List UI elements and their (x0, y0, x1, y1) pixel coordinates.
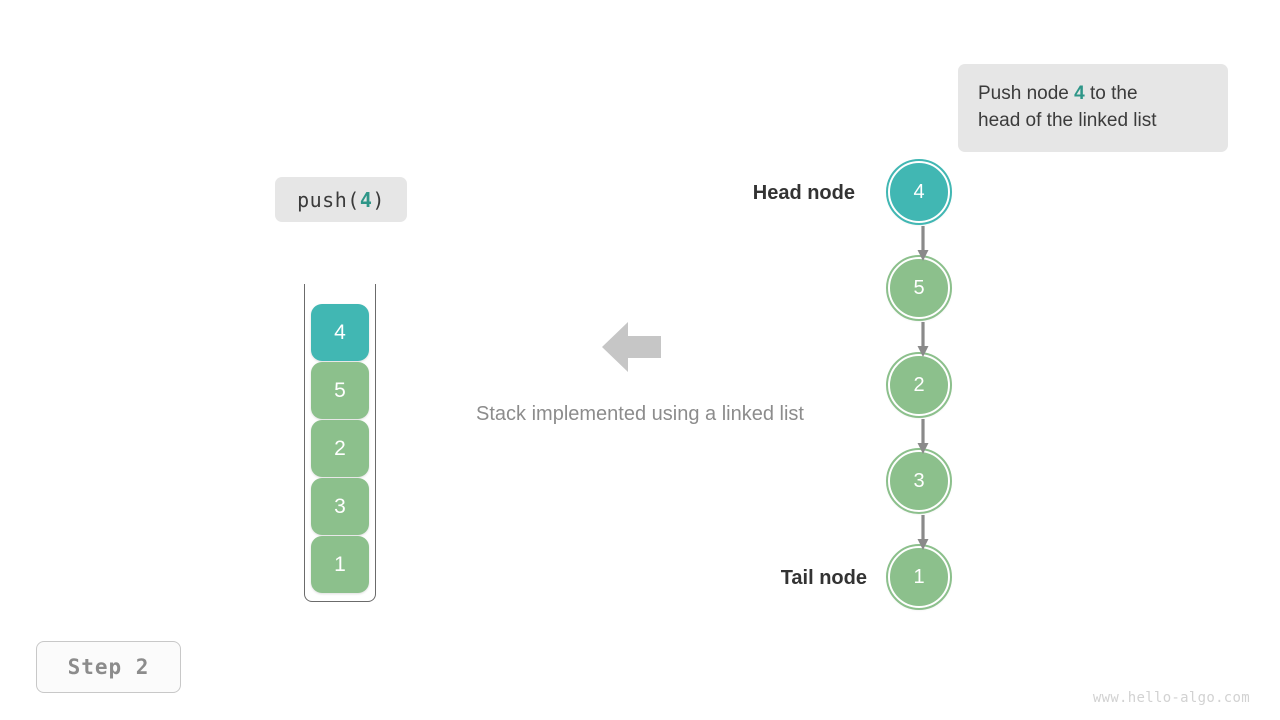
head-node-label: Head node (752, 182, 855, 204)
stack-cell: 1 (311, 536, 369, 593)
linked-list-node: 3 (886, 448, 952, 514)
linked-list-node: 4 (886, 159, 952, 225)
linked-list-node: 5 (886, 255, 952, 321)
callout-text-suffix: to the (1084, 83, 1138, 104)
diagram-caption: Stack implemented using a linked list (476, 403, 804, 425)
stack-cell: 4 (311, 304, 369, 361)
linked-list-arrow-icon (916, 419, 930, 455)
watermark: www.hello-algo.com (1092, 690, 1250, 706)
operation-label: push(4) (275, 177, 407, 222)
callout-text-line2: head of the linked list (978, 110, 1157, 131)
step-badge: Step 2 (36, 641, 181, 693)
stack-cell: 5 (311, 362, 369, 419)
callout-text-prefix: Push node (978, 83, 1075, 104)
stack-visualization: 4 5 2 3 1 (304, 284, 376, 602)
arrow-left-icon (602, 320, 662, 374)
callout-highlight-value: 4 (1074, 83, 1085, 104)
linked-list-node: 2 (886, 352, 952, 418)
linked-list-visualization: Head node Tail node 4 5 2 3 1 (740, 150, 1000, 620)
stack-cell: 2 (311, 420, 369, 477)
tail-node-label: Tail node (780, 567, 867, 589)
linked-list-arrow-icon (916, 226, 930, 262)
operation-argument: 4 (359, 187, 373, 212)
description-callout: Push node 4 to the head of the linked li… (958, 64, 1228, 152)
linked-list-arrow-icon (916, 322, 930, 358)
linked-list-arrow-icon (916, 515, 930, 551)
operation-name: push( (297, 187, 360, 212)
linked-list-node: 1 (886, 544, 952, 610)
operation-paren-close: ) (372, 187, 385, 212)
stack-cell: 3 (311, 478, 369, 535)
stack-cell-list: 4 5 2 3 1 (311, 304, 369, 593)
